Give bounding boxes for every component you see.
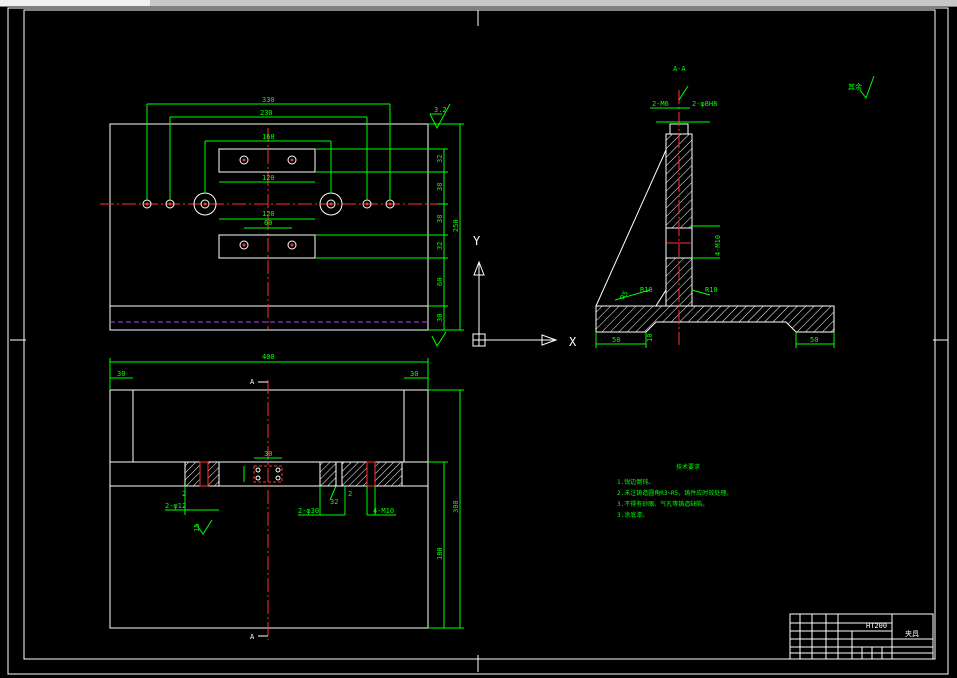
hole-callout-left: 2-φ12 [165,502,186,510]
title-block-material: HT200 [866,622,887,630]
ucs-icon [472,260,558,347]
dim-v-38b: 38 [436,215,444,223]
dim-v-60: 60 [436,278,444,286]
dim-front-180: 180 [436,547,444,560]
dim-v-30: 30 [436,314,444,322]
notes-item-3: 3.不得有砂眼、气孔等铸造缺陷。 [617,500,708,508]
section-title: A-A [673,65,686,73]
side-callout-2m6: 2-M6 [652,100,669,108]
dim-front-2: 2 [182,490,186,498]
hole-callout-mid: 2-φ30 [298,507,319,515]
dim-top-overall: 330 [262,96,275,104]
dim-slot-lower-outer: 120 [262,210,275,218]
side-r5: R5 [619,290,630,301]
side-r10a: R10 [640,286,653,294]
roughness-top-right: 3.2 [434,106,447,114]
side-4m10: 4-M10 [714,235,722,256]
dim-v-38a: 38 [436,183,444,191]
dim-front-width: 400 [262,353,275,361]
roughness-label: 其余 [848,82,862,91]
dim-front-2b: 2 [348,490,352,498]
dim-front-center-30: 30 [264,450,272,458]
dim-top-inner: 230 [260,109,273,117]
side-50b: 50 [810,336,818,344]
dim-front-15: 15 [193,524,201,532]
window-titlebar [0,0,957,7]
section-view-aa: A-A 2-M6 2-φ8H8 R10 R10 50 50 其余 10 4-M1… [595,65,875,348]
dim-front-32: 32 [330,498,338,506]
technical-notes: 技术要求 1.锐边倒钝。 2.未注铸造圆角R3~R5，铸件应时效处理。 3.不得… [617,463,732,519]
dim-front-right-30: 30 [410,370,418,378]
title-block [789,613,934,660]
axis-x-label: X [569,335,577,349]
front-view: A A 400 30 [109,353,464,641]
dim-v-32a: 32 [436,155,444,163]
top-view: 330 230 160 120 120 60 3.2 32 38 38 32 6… [100,96,464,348]
dim-v-total: 250 [452,219,460,232]
dim-front-left-30: 30 [117,370,125,378]
sheet-inner-border [23,9,936,660]
axis-y-label: Y [473,234,481,248]
titlebar-tab[interactable] [0,0,150,6]
title-block-org: 夹具 [905,629,919,638]
side-10: 10 [646,334,654,342]
section-mark-bottom: A [250,633,255,641]
dim-v-32b: 32 [436,242,444,250]
notes-item-4: 3.涂底漆。 [617,511,648,519]
section-mark-top: A [250,378,255,386]
sheet-outer-border [7,7,949,675]
side-r10b: R10 [705,286,718,294]
dim-slot-mid: 120 [262,174,275,182]
dim-slot-upper: 160 [262,133,275,141]
dim-slot-lower-inner: 60 [264,219,272,227]
hole-callout-right: 4-M10 [373,507,394,515]
notes-item-1: 1.锐边倒钝。 [617,478,654,486]
dim-front-height: 300 [452,500,460,513]
notes-title: 技术要求 [676,463,700,471]
notes-item-2: 2.未注铸造圆角R3~R5，铸件应时效处理。 [617,489,732,497]
side-callout-2phi: 2-φ8H8 [692,100,717,108]
side-50a: 50 [612,336,620,344]
